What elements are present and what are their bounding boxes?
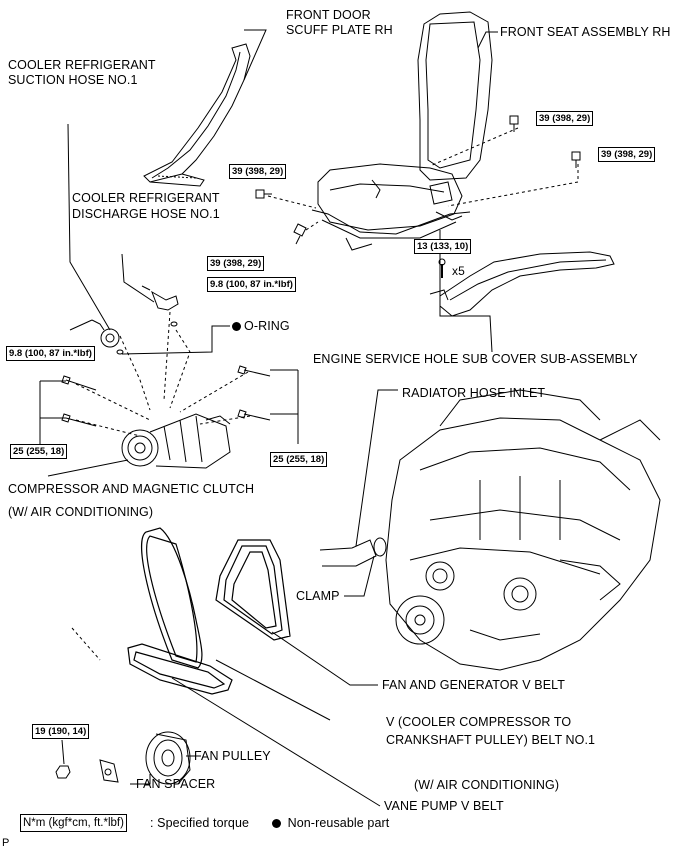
label-v-belt-2: CRANKSHAFT PULLEY) BELT NO.1 <box>386 733 596 747</box>
torque-fan: 19 (190, 14) <box>32 724 90 739</box>
belts-drawing <box>127 527 291 695</box>
torque-discharge: 9.8 (100, 87 in.*lbf) <box>207 277 296 292</box>
front-seat-drawing <box>311 11 493 251</box>
label-engine-cover: ENGINE SERVICE HOLE SUB COVER SUB-ASSEMB… <box>313 352 638 366</box>
label-discharge-hose-2: DISCHARGE HOSE NO.1 <box>72 207 220 221</box>
label-compressor: COMPRESSOR AND MAGNETIC CLUTCH <box>8 482 255 496</box>
label-corner-p: P <box>2 837 10 849</box>
legend-nonreusable-text: Non-reusable part <box>287 816 390 830</box>
compressor-bolts <box>61 365 271 427</box>
label-suction-hose-1: COOLER REFRIGERANT <box>8 58 156 72</box>
label-o-ring: O-RING <box>232 319 290 334</box>
torque-cover: 13 (133, 10) <box>414 239 472 254</box>
label-w-ac-1: (W/ AIR CONDITIONING) <box>8 505 154 519</box>
label-vane-pump: VANE PUMP V BELT <box>384 799 504 813</box>
scuff-plate-drawing <box>143 43 251 187</box>
label-fan-spacer: FAN SPACER <box>136 777 216 791</box>
label-radiator-hose: RADIATOR HOSE INLET <box>402 386 546 400</box>
torque-seat-upper-right: 39 (398, 29) <box>536 111 594 126</box>
label-qty-x5: x5 <box>452 264 465 278</box>
label-w-ac-2: (W/ AIR CONDITIONING) <box>414 778 560 792</box>
label-suction-hose-2: SUCTION HOSE NO.1 <box>8 73 138 87</box>
engine-cover-drawing <box>429 251 615 317</box>
compressor-drawing <box>121 413 231 469</box>
label-fan-pulley: FAN PULLEY <box>194 749 271 763</box>
torque-seat-bottom: 39 (398, 29) <box>207 256 265 271</box>
hose-fittings <box>91 285 179 355</box>
non-reusable-dot-icon <box>232 322 241 331</box>
label-clamp: CLAMP <box>296 589 340 603</box>
label-front-door-scuff-2: SCUFF PLATE RH <box>286 23 393 37</box>
torque-suction: 9.8 (100, 87 in.*lbf) <box>6 346 95 361</box>
leader-lines <box>39 29 498 807</box>
fan-parts-drawing <box>55 731 191 785</box>
seat-bolts <box>255 115 581 245</box>
torque-seat-left: 39 (398, 29) <box>229 164 287 179</box>
o-ring-text: O-RING <box>244 319 290 333</box>
legend-nonreusable: Non-reusable part <box>272 816 389 831</box>
label-discharge-hose-1: COOLER REFRIGERANT <box>72 191 220 205</box>
torque-comp-left: 25 (255, 18) <box>10 444 68 459</box>
torque-comp-right: 25 (255, 18) <box>270 452 328 467</box>
label-front-seat: FRONT SEAT ASSEMBLY RH <box>500 25 671 39</box>
engine-drawing <box>319 389 661 671</box>
label-v-belt-1: V (COOLER COMPRESSOR TO <box>386 715 572 729</box>
torque-seat-right: 39 (398, 29) <box>598 147 656 162</box>
non-reusable-legend-dot-icon <box>272 819 281 828</box>
legend-torque-box: N*m (kgf*cm, ft.*lbf) <box>20 814 127 832</box>
label-fan-gen-belt: FAN AND GENERATOR V BELT <box>382 678 565 692</box>
legend-torque-text: : Specified torque <box>150 816 250 830</box>
label-front-door-scuff-1: FRONT DOOR <box>286 8 371 22</box>
